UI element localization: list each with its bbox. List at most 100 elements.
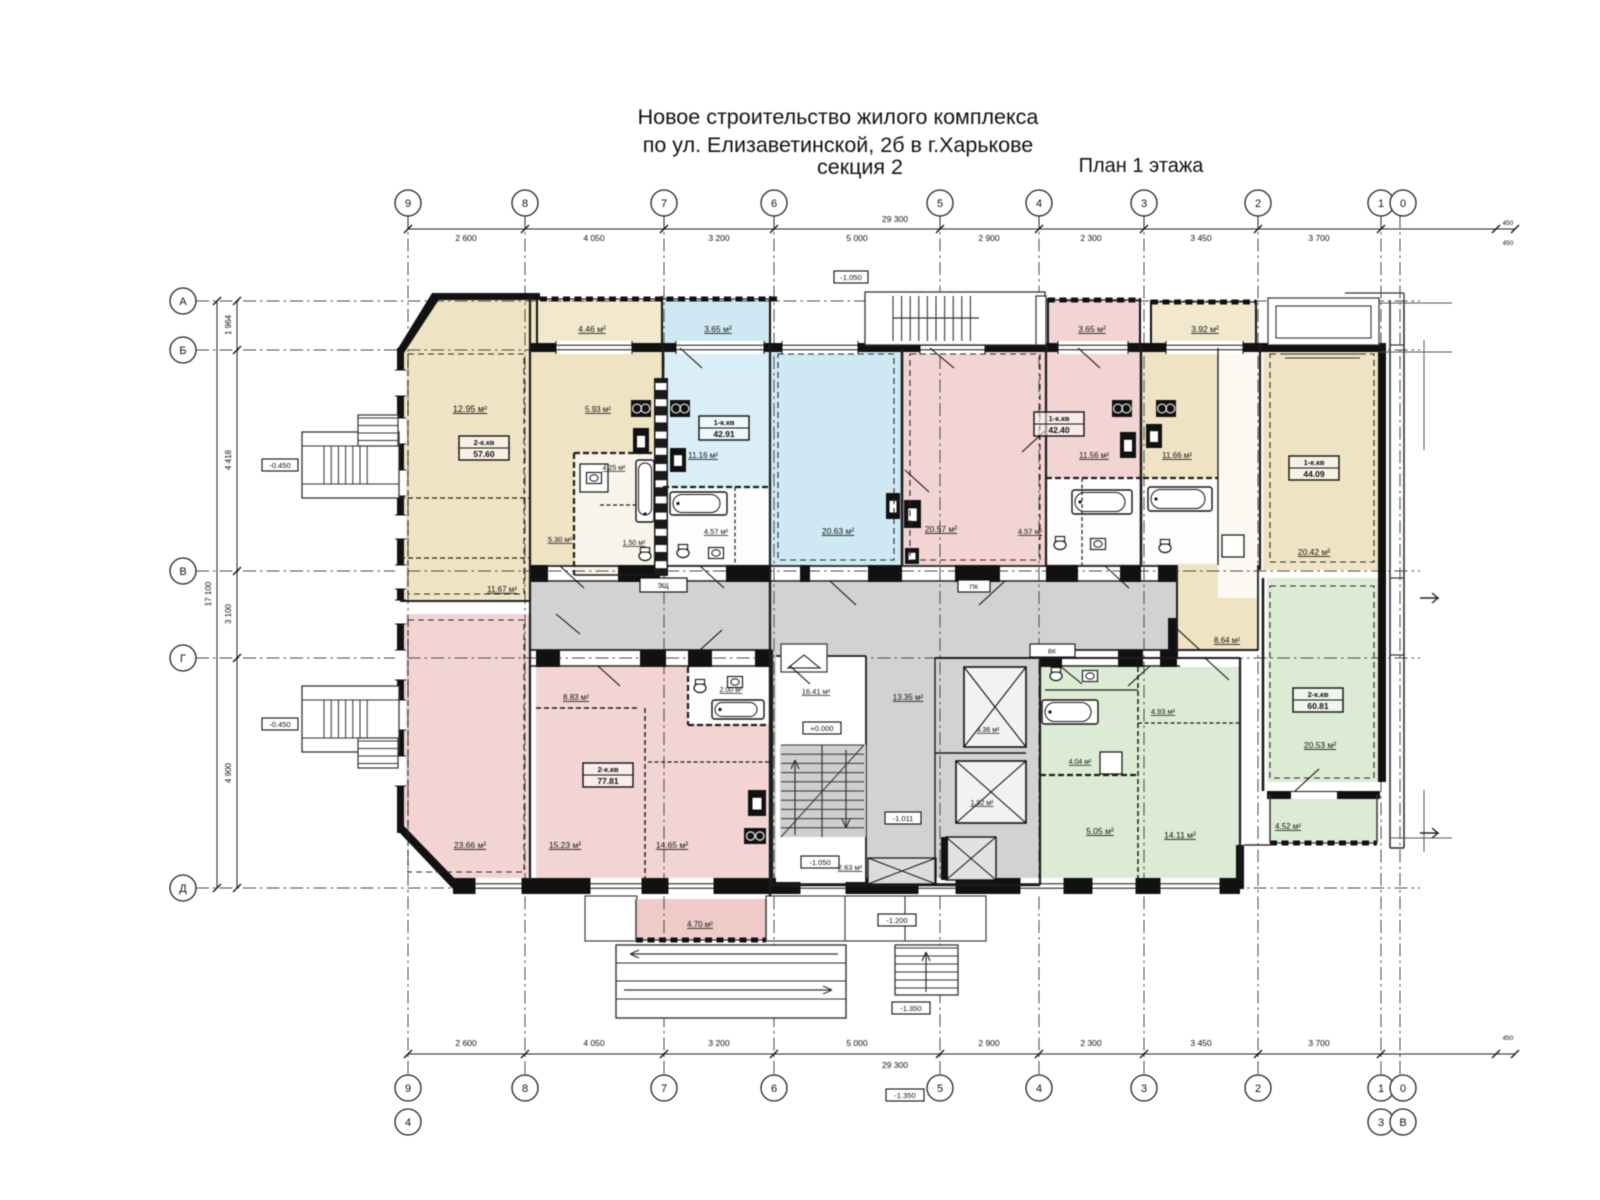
svg-text:-1.050: -1.050 [840,273,861,282]
svg-text:2 300: 2 300 [1080,233,1102,243]
svg-text:+0.000: +0.000 [810,724,833,733]
svg-text:5: 5 [937,198,943,210]
svg-text:-1.050: -1.050 [809,858,830,867]
svg-text:8.83 м²: 8.83 м² [563,693,589,702]
svg-text:42.91: 42.91 [713,429,735,439]
svg-text:450: 450 [1503,220,1514,227]
svg-text:42.40: 42.40 [1048,425,1070,435]
svg-text:ВК: ВК [1048,649,1056,656]
svg-text:4.25 м²: 4.25 м² [603,465,626,472]
svg-text:12.95 м²: 12.95 м² [453,404,487,414]
svg-text:8.64 м²: 8.64 м² [1214,636,1240,645]
svg-text:20.42 м²: 20.42 м² [1298,547,1330,557]
svg-text:1-к.кв: 1-к.кв [714,418,735,427]
svg-text:Г: Г [180,653,186,665]
svg-text:3 100: 3 100 [224,603,233,624]
svg-text:4.57 м²: 4.57 м² [1018,527,1043,536]
svg-text:0: 0 [1400,198,1406,210]
svg-text:1 964: 1 964 [224,314,233,335]
svg-text:2: 2 [1255,198,1261,210]
svg-text:20.53 м²: 20.53 м² [1304,740,1336,750]
svg-text:1: 1 [1378,1083,1384,1095]
svg-text:4 050: 4 050 [583,1038,605,1048]
svg-text:16.41 м²: 16.41 м² [802,687,831,696]
svg-text:5: 5 [937,1083,943,1095]
svg-text:2 300: 2 300 [1080,1038,1102,1048]
svg-text:2 900: 2 900 [978,1038,1000,1048]
svg-text:ПК: ПК [970,584,979,591]
svg-text:1.92 м²: 1.92 м² [971,800,994,807]
svg-text:3 700: 3 700 [1308,233,1330,243]
svg-text:План 1 этажа: План 1 этажа [1079,155,1205,177]
svg-text:3 450: 3 450 [1190,1038,1212,1048]
svg-text:-1.011: -1.011 [893,814,914,823]
svg-text:2 600: 2 600 [455,233,477,243]
svg-text:450: 450 [1503,240,1514,247]
svg-text:5.30 м²: 5.30 м² [548,535,573,544]
svg-text:14.11 м²: 14.11 м² [1164,830,1196,840]
svg-text:3: 3 [1378,1117,1384,1129]
svg-text:-1.200: -1.200 [886,916,907,925]
svg-text:8: 8 [522,198,528,210]
svg-text:2: 2 [1255,1083,1261,1095]
svg-text:-1.350: -1.350 [894,1091,915,1100]
svg-text:1-к.кв: 1-к.кв [1049,414,1070,423]
svg-text:29 300: 29 300 [882,214,908,224]
svg-text:секция 2: секция 2 [817,155,903,179]
svg-text:0: 0 [1400,1083,1406,1095]
svg-text:2.63 м²: 2.63 м² [838,863,863,872]
svg-text:В: В [1399,1117,1406,1129]
svg-text:ЭЩ: ЭЩ [657,583,669,590]
svg-text:6: 6 [771,198,777,210]
svg-text:4 418: 4 418 [224,449,233,470]
svg-text:2.00 м²: 2.00 м² [720,687,743,694]
svg-text:по ул. Елизаветинской, 2б в г.: по ул. Елизаветинской, 2б в г.Харькове [643,133,1034,157]
svg-text:1.50 м²: 1.50 м² [623,540,646,547]
svg-text:2 900: 2 900 [978,233,1000,243]
svg-text:29 300: 29 300 [882,1060,908,1070]
svg-text:3.65 м²: 3.65 м² [704,324,732,334]
svg-text:13.35 м²: 13.35 м² [893,693,924,702]
svg-text:20.57 м²: 20.57 м² [925,524,957,534]
svg-text:3.65 м²: 3.65 м² [1078,324,1106,334]
svg-text:4.93 м²: 4.93 м² [1151,707,1176,716]
svg-text:77.81: 77.81 [597,776,619,786]
svg-text:3: 3 [1141,1083,1147,1095]
svg-text:450: 450 [1503,1035,1514,1042]
svg-text:5 000: 5 000 [846,233,868,243]
svg-text:4.70 м²: 4.70 м² [687,920,713,929]
svg-text:3.92 м²: 3.92 м² [1191,324,1219,334]
svg-text:Б: Б [179,345,186,357]
svg-text:11.16 м²: 11.16 м² [688,451,718,460]
svg-text:-0.450: -0.450 [269,461,290,470]
svg-text:15.23 м²: 15.23 м² [549,840,581,850]
svg-text:4 900: 4 900 [224,762,233,783]
svg-text:3 700: 3 700 [1308,1038,1330,1048]
svg-text:3 200: 3 200 [708,1038,730,1048]
svg-text:5 000: 5 000 [846,1038,868,1048]
svg-text:7: 7 [661,1083,667,1095]
svg-text:44.09: 44.09 [1303,469,1325,479]
svg-text:60.81: 60.81 [1307,701,1329,711]
svg-text:4: 4 [405,1117,411,1129]
svg-text:7: 7 [661,198,667,210]
svg-text:1-к.кв: 1-к.кв [1304,458,1325,467]
svg-text:2-к.кв: 2-к.кв [474,438,495,447]
svg-text:57.60: 57.60 [473,449,495,459]
svg-text:11.66 м²: 11.66 м² [1162,451,1192,460]
svg-text:4.04 м²: 4.04 м² [1069,759,1092,766]
svg-text:1: 1 [1378,198,1384,210]
svg-text:9: 9 [405,198,411,210]
svg-text:4: 4 [1036,1083,1042,1095]
svg-text:-0.450: -0.450 [269,720,290,729]
svg-text:20.63 м²: 20.63 м² [822,526,854,536]
svg-text:2 600: 2 600 [455,1038,477,1048]
svg-text:14.65 м²: 14.65 м² [656,840,688,850]
svg-text:А: А [179,296,187,308]
svg-text:11.67 м²: 11.67 м² [487,585,517,594]
svg-text:6: 6 [771,1083,777,1095]
svg-text:8: 8 [522,1083,528,1095]
svg-text:5.93 м²: 5.93 м² [585,405,611,414]
svg-text:4.46 м²: 4.46 м² [578,324,606,334]
svg-text:9: 9 [405,1083,411,1095]
